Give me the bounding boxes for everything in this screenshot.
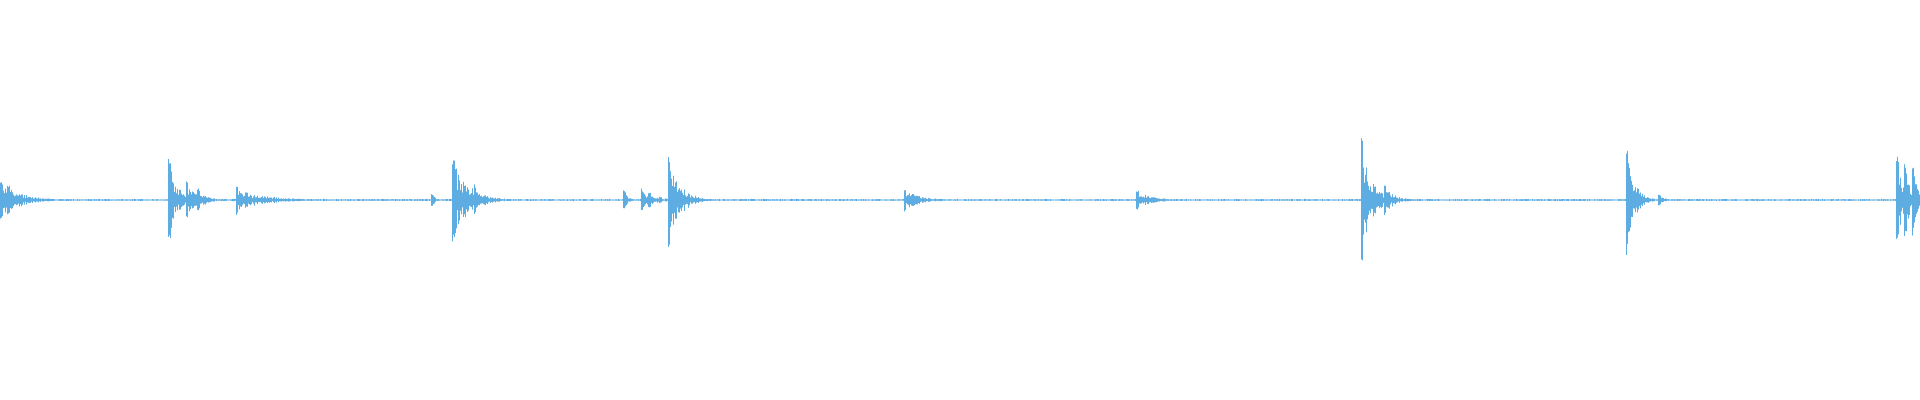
- waveform-path: [0, 138, 1920, 261]
- waveform-bars: [0, 138, 1920, 261]
